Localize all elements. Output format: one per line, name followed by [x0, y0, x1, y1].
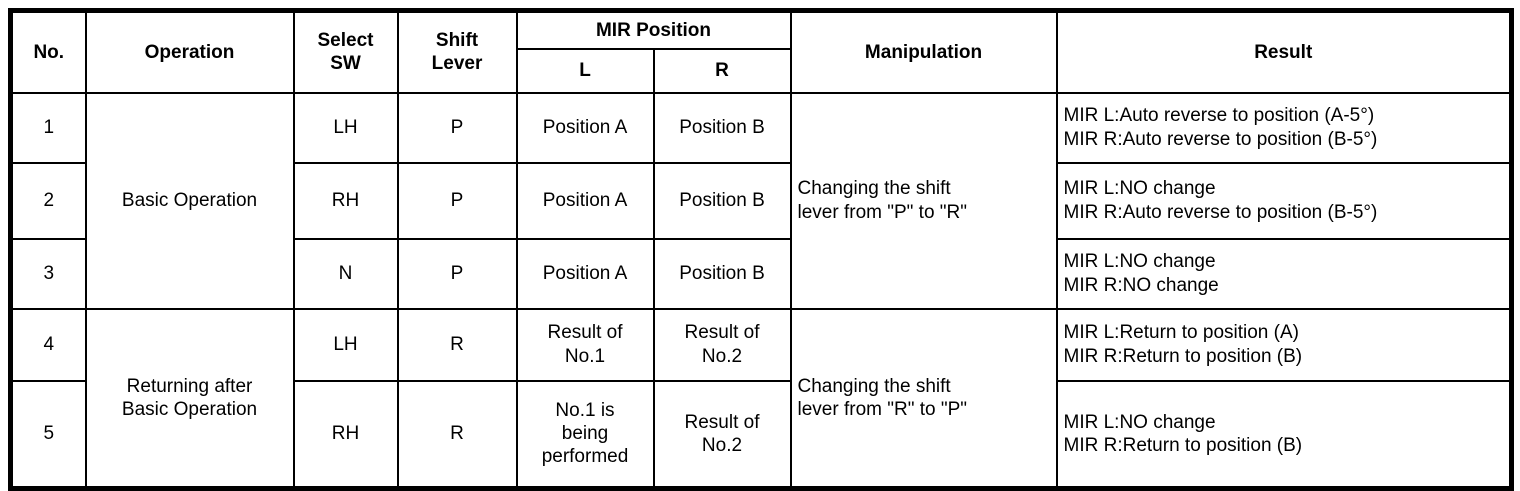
cell-no: 5 — [9, 379, 87, 490]
cell-shift-lever: P — [396, 161, 518, 240]
cell-result: MIR L:NO change MIR R:Return to position… — [1055, 379, 1513, 490]
cell-manipulation-group: Changing the shift lever from "P" to "R" — [789, 91, 1058, 310]
cell-mir-l: Position A — [515, 91, 655, 164]
mir-operation-table: No. Operation Select SW Shift Lever MIR … — [8, 8, 1514, 491]
table-row: 2 RH P Position A Position B MIR L:NO ch… — [9, 161, 1513, 240]
col-header-mir-l: L — [515, 47, 655, 94]
cell-result: MIR L:NO change MIR R:Auto reverse to po… — [1055, 161, 1513, 240]
table-row: 4 Returning after Basic Operation LH R R… — [9, 307, 1513, 490]
cell-operation-group: Basic Operation — [84, 91, 295, 310]
cell-no: 3 — [9, 237, 87, 310]
cell-shift-lever: P — [396, 91, 518, 164]
cell-mir-r: Result of No.2 — [652, 379, 792, 490]
cell-shift-lever: R — [396, 379, 518, 490]
cell-result: MIR L:NO change MIR R:NO change — [1055, 237, 1513, 310]
cell-select-sw: RH — [292, 379, 399, 490]
cell-shift-lever: P — [396, 237, 518, 310]
cell-mir-r: Position B — [652, 161, 792, 240]
cell-mir-l: Position A — [515, 161, 655, 240]
cell-mir-l: No.1 is being performed — [515, 379, 655, 490]
cell-select-sw: LH — [292, 91, 399, 164]
cell-select-sw: N — [292, 237, 399, 310]
col-header-shift-lever: Shift Lever — [396, 9, 518, 94]
table-row: 5 RH R No.1 is being performed Result of… — [9, 379, 1513, 490]
cell-mir-r: Result of No.2 — [652, 307, 792, 382]
cell-mir-l: Result of No.1 — [515, 307, 655, 382]
col-header-mir-position: MIR Position — [515, 9, 792, 50]
cell-mir-l: Position A — [515, 237, 655, 310]
cell-mir-r: Position B — [652, 237, 792, 310]
cell-select-sw: LH — [292, 307, 399, 382]
col-header-no: No. — [9, 9, 87, 94]
cell-operation-group: Returning after Basic Operation — [84, 307, 295, 490]
cell-manipulation-group: Changing the shift lever from "R" to "P" — [789, 307, 1058, 490]
col-header-manipulation: Manipulation — [789, 9, 1058, 94]
header-row-1: No. Operation Select SW Shift Lever MIR … — [9, 9, 1513, 94]
cell-no: 4 — [9, 307, 87, 382]
col-header-operation: Operation — [84, 9, 295, 94]
col-header-mir-r: R — [652, 47, 792, 94]
header-row-2: L R — [11, 47, 1512, 94]
cell-shift-lever: R — [396, 307, 518, 382]
cell-select-sw: RH — [292, 161, 399, 240]
table-row: 1 Basic Operation LH P Position A Positi… — [9, 91, 1513, 310]
cell-no: 1 — [9, 91, 87, 164]
col-header-select-sw: Select SW — [292, 9, 399, 94]
cell-result: MIR L:Auto reverse to position (A-5°) MI… — [1055, 91, 1513, 164]
cell-result: MIR L:Return to position (A) MIR R:Retur… — [1055, 307, 1513, 382]
table-row: 3 N P Position A Position B MIR L:NO cha… — [9, 237, 1513, 310]
cell-no: 2 — [9, 161, 87, 240]
col-header-result: Result — [1055, 9, 1513, 94]
cell-mir-r: Position B — [652, 91, 792, 164]
